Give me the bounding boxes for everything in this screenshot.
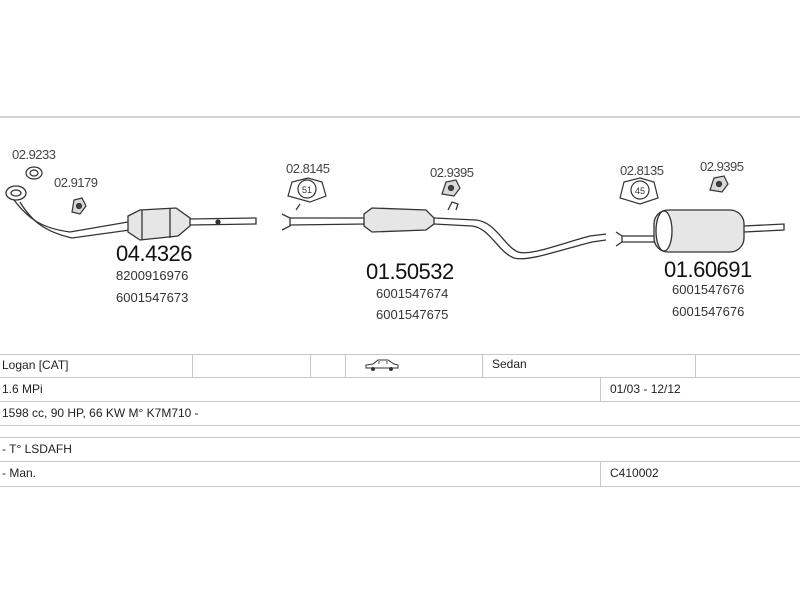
front-pipe-with-catalyst bbox=[5, 185, 257, 241]
body-type: Sedan bbox=[492, 357, 527, 371]
engine-spec: 1598 cc, 90 HP, 66 KW M° K7M710 - bbox=[2, 406, 199, 420]
table-col-line bbox=[482, 354, 483, 377]
gasket-ring-02-9233 bbox=[25, 166, 43, 180]
top-divider bbox=[0, 116, 800, 118]
table-line bbox=[0, 461, 800, 462]
clamp-code-3: 02.8145 bbox=[286, 161, 330, 176]
clamp-02-8135 bbox=[619, 177, 659, 205]
table-line bbox=[0, 377, 800, 378]
clamp-size-51: 51 bbox=[302, 185, 312, 195]
intermediate-pipe-with-silencer bbox=[281, 201, 607, 260]
clamp-02-9395-rear bbox=[709, 175, 729, 193]
clamp-02-8145 bbox=[287, 177, 327, 211]
reference-code: C410002 bbox=[610, 466, 659, 480]
table-line bbox=[0, 425, 800, 426]
table-line bbox=[0, 401, 800, 402]
clamp-code-1: 02.9233 bbox=[12, 147, 56, 162]
clamp-02-9179 bbox=[71, 197, 87, 215]
clamp-02-9395-center bbox=[441, 179, 461, 197]
table-line bbox=[0, 437, 800, 438]
oem-number-middle-1: 6001547674 bbox=[376, 286, 449, 301]
table-col-line bbox=[600, 377, 601, 401]
table-col-line bbox=[192, 354, 193, 377]
exhaust-diagram: 51 45 02.9233 02.9179 02.8145 02.9395 02… bbox=[0, 118, 800, 358]
exhaust-drawing: 51 45 bbox=[5, 166, 785, 260]
oem-number-rear-2: 6001547676 bbox=[672, 304, 745, 319]
sedan-car-icon bbox=[364, 358, 400, 377]
table-line bbox=[0, 354, 800, 355]
table-col-line bbox=[600, 461, 601, 486]
table-col-line bbox=[310, 354, 311, 377]
oem-number-middle-2: 6001547675 bbox=[376, 307, 449, 322]
model-name: Logan [CAT] bbox=[2, 358, 69, 372]
type-code: - T° LSDAFH bbox=[2, 442, 72, 456]
clamp-code-2: 02.9179 bbox=[54, 175, 98, 190]
table-line bbox=[0, 486, 800, 487]
table-col-line bbox=[695, 354, 696, 377]
oem-number-rear-1: 6001547676 bbox=[672, 282, 745, 297]
clamp-code-4: 02.9395 bbox=[430, 165, 474, 180]
part-number-front: 04.4326 bbox=[116, 241, 193, 266]
table-col-line bbox=[345, 354, 346, 377]
rear-silencer bbox=[615, 209, 785, 253]
clamp-code-5: 02.8135 bbox=[620, 163, 664, 178]
transmission: - Man. bbox=[2, 466, 37, 480]
part-number-rear: 01.60691 bbox=[664, 257, 752, 282]
clamp-code-6: 02.9395 bbox=[700, 159, 744, 174]
part-number-middle: 01.50532 bbox=[366, 259, 454, 284]
engine-label: 1.6 MPi bbox=[2, 382, 43, 396]
clamp-size-45: 45 bbox=[635, 186, 645, 196]
oem-number-front-1: 8200916976 bbox=[116, 268, 189, 283]
production-years: 01/03 - 12/12 bbox=[610, 382, 681, 396]
oem-number-front-2: 6001547673 bbox=[116, 290, 189, 305]
